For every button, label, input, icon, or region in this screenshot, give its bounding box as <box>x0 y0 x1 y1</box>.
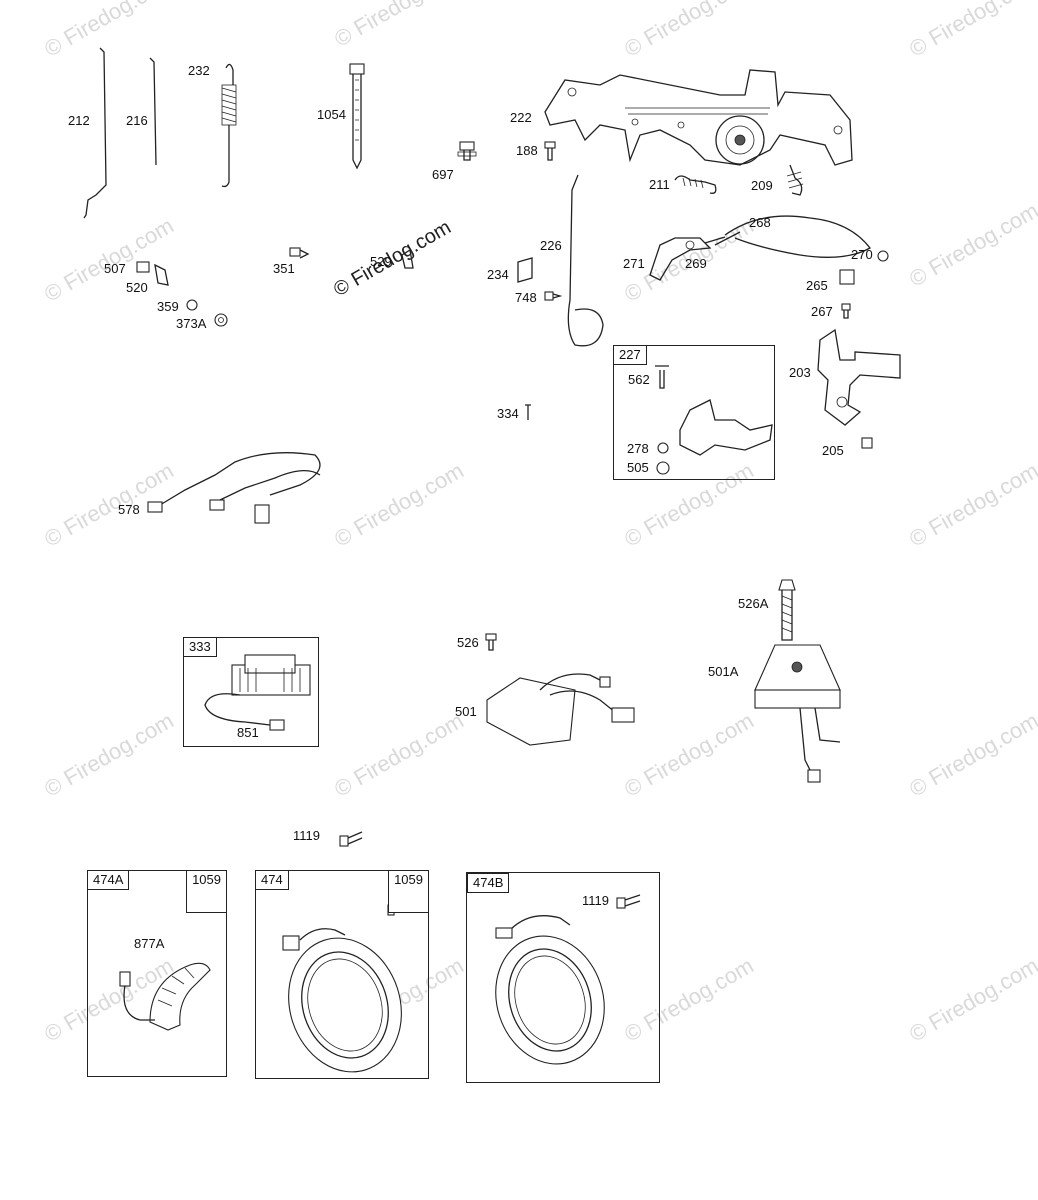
block-265 <box>839 269 855 285</box>
bolt-697 <box>457 141 477 161</box>
callout-203: 203 <box>789 365 811 380</box>
kit-box-227: 227 <box>613 345 775 480</box>
kit-box-tag: 333 <box>184 638 217 657</box>
cable-268 <box>724 215 871 258</box>
spring-209 <box>786 164 804 196</box>
callout-526: 526 <box>457 635 479 650</box>
callout-268: 268 <box>749 215 771 230</box>
kit-box-tag: 474A <box>88 871 130 890</box>
rod-212 <box>83 47 107 219</box>
spring-232 <box>221 63 237 188</box>
callout-267: 267 <box>811 304 833 319</box>
kit-sub-box-tag: 1059 <box>186 871 226 913</box>
callout-278: 278 <box>627 441 649 456</box>
screw-205 <box>861 437 873 449</box>
callout-270: 270 <box>851 247 873 262</box>
module-501a <box>754 644 841 783</box>
callout-216: 216 <box>126 113 148 128</box>
lever-271 <box>649 237 712 281</box>
callout-211: 211 <box>649 177 670 192</box>
callout-209: 209 <box>751 178 773 193</box>
callout-334: 334 <box>497 406 519 421</box>
clip-529 <box>401 248 414 269</box>
screw-1119 <box>339 831 363 847</box>
kit-box-tag: 474B <box>467 873 510 893</box>
callout-222: 222 <box>510 110 532 125</box>
callout-1119-kit: 1119 <box>582 893 609 908</box>
callout-232: 232 <box>188 63 210 78</box>
screw-351 <box>289 247 310 259</box>
callout-526a: 526A <box>738 596 769 611</box>
callout-877a: 877A <box>134 936 165 951</box>
bracket-222 <box>544 69 853 166</box>
callout-1054: 1054 <box>317 107 346 122</box>
bracket-234 <box>517 257 533 283</box>
alternator-474b <box>495 894 641 1065</box>
callout-562: 562 <box>628 372 650 387</box>
alternator-474 <box>282 901 421 1073</box>
callout-1119: 1119 <box>293 828 320 843</box>
kit-box-474b: 474B <box>466 872 660 1083</box>
callout-748: 748 <box>515 290 537 305</box>
nut-270 <box>877 250 889 262</box>
kit-box-474a: 474A 1059 <box>87 870 227 1077</box>
callout-234: 234 <box>487 267 509 282</box>
wire-harness-578 <box>147 452 321 524</box>
callout-501: 501 <box>455 704 477 719</box>
bolt-526a <box>778 579 796 641</box>
callout-271: 271 <box>623 256 645 271</box>
module-501 <box>486 673 635 746</box>
screw-269 <box>704 236 726 244</box>
kit-box-tag: 474 <box>256 871 289 890</box>
screw-748 <box>544 291 563 301</box>
callout-351: 351 <box>273 261 295 276</box>
callout-226: 226 <box>540 238 562 253</box>
screw-188 <box>544 141 556 161</box>
kit-box-tag: 227 <box>614 346 647 365</box>
rod-216 <box>149 57 157 166</box>
spring-211 <box>674 175 717 194</box>
callout-507: 507 <box>104 261 126 276</box>
kit-box-474: 474 1059 <box>255 870 429 1079</box>
callout-212: 212 <box>68 113 90 128</box>
kit-sub-box-tag: 1059 <box>388 871 428 913</box>
callout-851: 851 <box>237 725 259 740</box>
bracket-203 <box>817 328 901 426</box>
callout-697: 697 <box>432 167 454 182</box>
callout-505: 505 <box>627 460 649 475</box>
rod-226 <box>567 174 604 347</box>
callout-205: 205 <box>822 443 844 458</box>
cable-tie-1054 <box>349 63 365 170</box>
callout-359: 359 <box>157 299 179 314</box>
clamp-group-507 <box>136 261 228 327</box>
callout-188: 188 <box>516 143 538 158</box>
callout-501a: 501A <box>708 664 739 679</box>
callout-520: 520 <box>126 280 148 295</box>
screw-267 <box>841 303 851 319</box>
screw-334 <box>525 404 531 420</box>
bracket-227-assembly <box>655 365 773 475</box>
ignition-coil-333 <box>204 654 311 731</box>
callout-373a: 373A <box>176 316 207 331</box>
callout-265: 265 <box>806 278 828 293</box>
screw-526 <box>485 633 497 651</box>
kit-box-333: 333 <box>183 637 319 747</box>
callout-529: 529 <box>370 254 392 269</box>
callout-269: 269 <box>685 256 707 271</box>
callout-578: 578 <box>118 502 140 517</box>
